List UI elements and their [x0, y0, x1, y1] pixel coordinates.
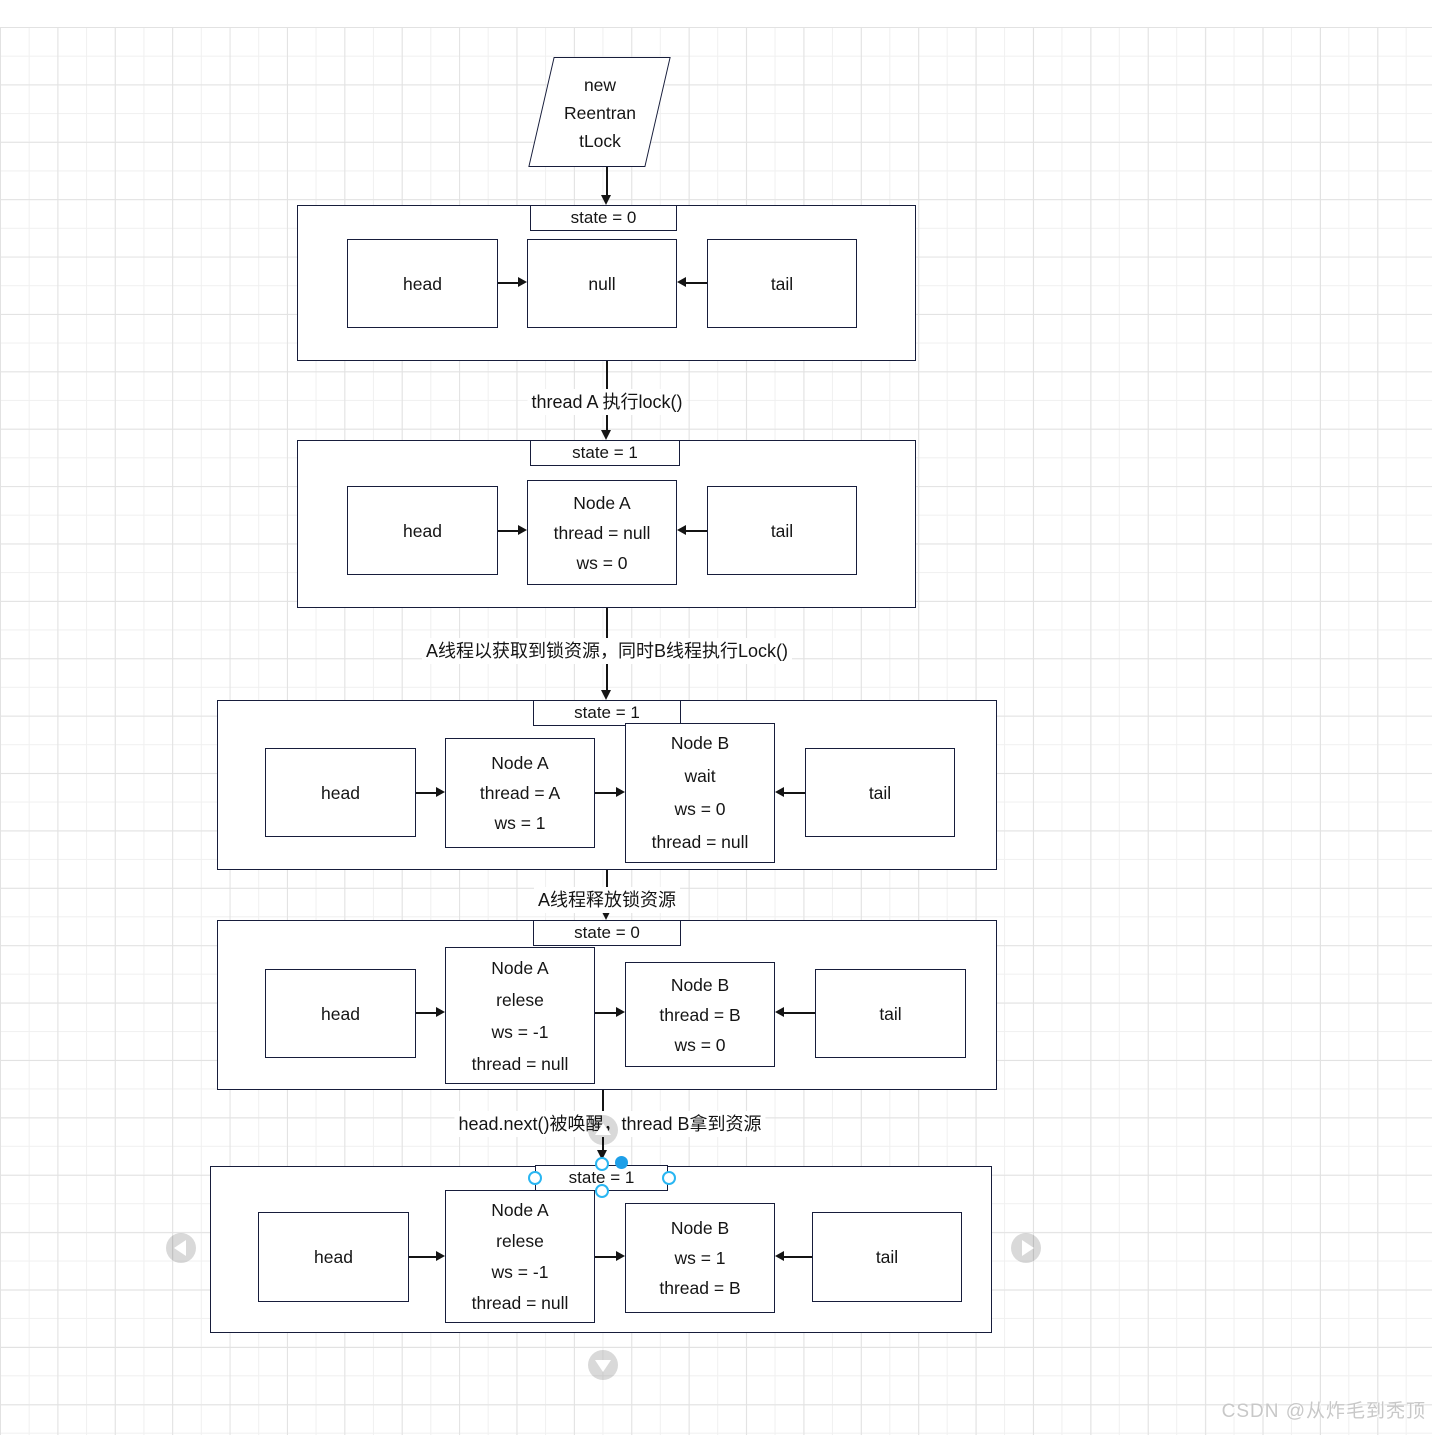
start-label: new Reentran tLock	[564, 75, 636, 151]
arrowhead-down-icon	[601, 195, 611, 205]
chevron-down-icon	[595, 1360, 611, 1372]
state-label-1[interactable]: state = 0	[530, 205, 677, 231]
arrowhead-right-icon	[436, 787, 445, 797]
arrowhead-left-icon	[775, 1251, 784, 1261]
node-a-box[interactable]: Node A thread = null ws = 0	[527, 480, 677, 585]
arrow-line	[784, 1256, 812, 1258]
head-box[interactable]: head	[347, 486, 498, 575]
tail-box[interactable]: tail	[707, 486, 857, 575]
transition-label-2[interactable]: A线程以获取到锁资源，同时B线程执行Lock()	[421, 638, 793, 664]
arrow-line	[784, 1012, 815, 1014]
arrow-line	[686, 282, 707, 284]
node-b-box[interactable]: Node B wait ws = 0 thread = null	[625, 723, 775, 863]
arrow-line	[498, 282, 519, 284]
selection-handle-top[interactable]	[595, 1157, 609, 1171]
arrowhead-right-icon	[518, 525, 527, 535]
state-label-4[interactable]: state = 0	[533, 920, 681, 946]
chevron-up-icon	[595, 1123, 611, 1135]
head-box[interactable]: head	[265, 969, 416, 1058]
arrowhead-left-icon	[677, 277, 686, 287]
arrowhead-down-icon	[601, 690, 611, 700]
arrowhead-left-icon	[677, 525, 686, 535]
node-b-box[interactable]: Node B ws = 1 thread = B	[625, 1203, 775, 1313]
scroll-up-button[interactable]	[588, 1115, 618, 1145]
chevron-right-icon	[1021, 1240, 1034, 1256]
arrowhead-left-icon	[775, 1007, 784, 1017]
arrowhead-right-icon	[616, 787, 625, 797]
scroll-down-button[interactable]	[588, 1350, 618, 1380]
selection-handle-bottom[interactable]	[595, 1184, 609, 1198]
node-a-box[interactable]: Node A relese ws = -1 thread = null	[445, 947, 595, 1084]
scroll-right-button[interactable]	[1011, 1233, 1041, 1263]
tail-box[interactable]: tail	[707, 239, 857, 328]
tail-box[interactable]: tail	[812, 1212, 962, 1302]
tail-box[interactable]: tail	[805, 748, 955, 837]
arrow-line	[416, 1012, 436, 1014]
arrow-line	[498, 530, 519, 532]
arrowhead-right-icon	[518, 277, 527, 287]
arrow-line	[416, 792, 436, 794]
state-label-2[interactable]: state = 1	[530, 440, 680, 466]
arrow-line	[784, 792, 805, 794]
arrow-line	[595, 1012, 616, 1014]
transition-label-1[interactable]: thread A 执行lock()	[527, 389, 687, 415]
arrowhead-down-icon	[601, 910, 611, 920]
scroll-left-button[interactable]	[166, 1233, 196, 1263]
chevron-left-icon	[173, 1240, 186, 1256]
arrowhead-right-icon	[616, 1007, 625, 1017]
arrowhead-down-icon	[601, 430, 611, 440]
arrowhead-right-icon	[436, 1251, 445, 1261]
arrow-line	[409, 1256, 436, 1258]
node-a-box[interactable]: Node A thread = A ws = 1	[445, 738, 595, 848]
arrowhead-left-icon	[775, 787, 784, 797]
tail-box[interactable]: tail	[815, 969, 966, 1058]
arrowhead-right-icon	[616, 1251, 625, 1261]
node-a-box[interactable]: Node A relese ws = -1 thread = null	[445, 1190, 595, 1323]
node-b-box[interactable]: Node B thread = B ws = 0	[625, 962, 775, 1067]
arrowhead-right-icon	[436, 1007, 445, 1017]
arrow-line	[595, 792, 616, 794]
head-box[interactable]: head	[265, 748, 416, 837]
null-box[interactable]: null	[527, 239, 677, 328]
arrow-line	[686, 530, 707, 532]
csdn-watermark: CSDN @从炸毛到秃顶	[1221, 1401, 1426, 1422]
selection-endpoint-dot[interactable]	[615, 1156, 628, 1169]
state-label-3[interactable]: state = 1	[533, 700, 681, 726]
arrow-line	[595, 1256, 616, 1258]
selection-handle-right[interactable]	[662, 1171, 676, 1185]
arrowhead-down-icon	[597, 1150, 607, 1160]
head-box[interactable]: head	[347, 239, 498, 328]
selection-handle-left[interactable]	[528, 1171, 542, 1185]
transition-label-3[interactable]: A线程释放锁资源	[533, 887, 681, 913]
arrow-line	[606, 167, 608, 197]
head-box[interactable]: head	[258, 1212, 409, 1302]
